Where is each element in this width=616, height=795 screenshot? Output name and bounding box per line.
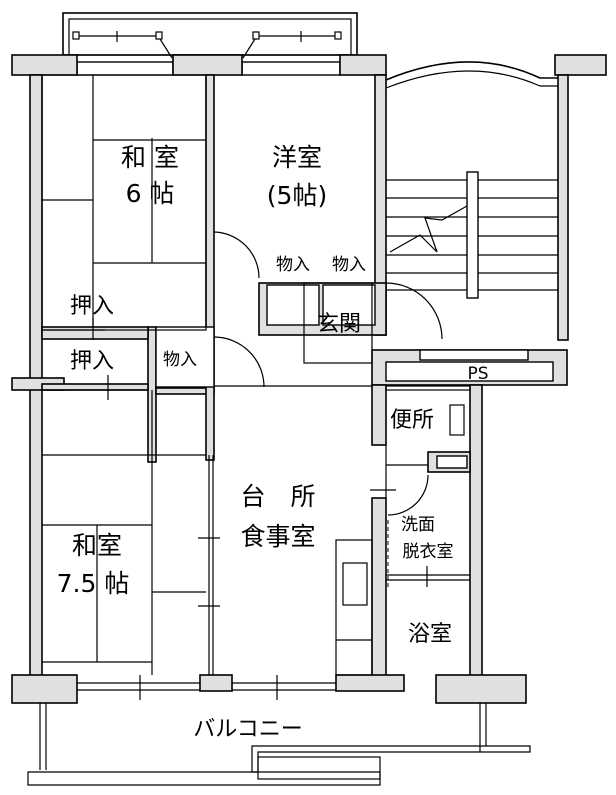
staircase [385,61,558,299]
room-label-washroom: 洗面 [401,515,435,535]
south-balcony [27,703,531,786]
room-label-washitsu-6-size: 6 帖 [126,179,175,208]
room-label-youshitsu: 洋室 [272,143,322,172]
room-label-dressing: 脱衣室 [403,542,454,562]
room-label-toilet: 便所 [390,408,434,433]
walls [11,54,607,704]
north-balcony [62,12,358,56]
interior-lines [41,74,470,700]
north-windows [72,31,342,76]
room-label-genkan: 玄関 [317,312,361,337]
room-label-bath: 浴室 [408,622,452,647]
room-label-oshiire-2: 押入 [70,349,114,374]
room-label-washitsu-75: 和室 [72,531,122,560]
room-label-ps: PS [467,364,488,384]
room-label-kitchen: 台 所 [240,482,315,511]
room-label-washitsu-6: 和 室 [121,143,179,172]
room-label-dining: 食事室 [240,522,315,551]
room-label-closet-b: 物入 [332,255,366,275]
room-label-oshiire-1: 押入 [70,294,114,319]
room-label-closet-c: 物入 [163,350,197,370]
room-label-washitsu-75-size: 7.5 帖 [57,569,130,598]
room-label-balcony: バルコニー [193,717,303,742]
room-label-closet-a: 物入 [276,255,310,275]
room-label-youshitsu-size: (5帖) [267,181,327,210]
